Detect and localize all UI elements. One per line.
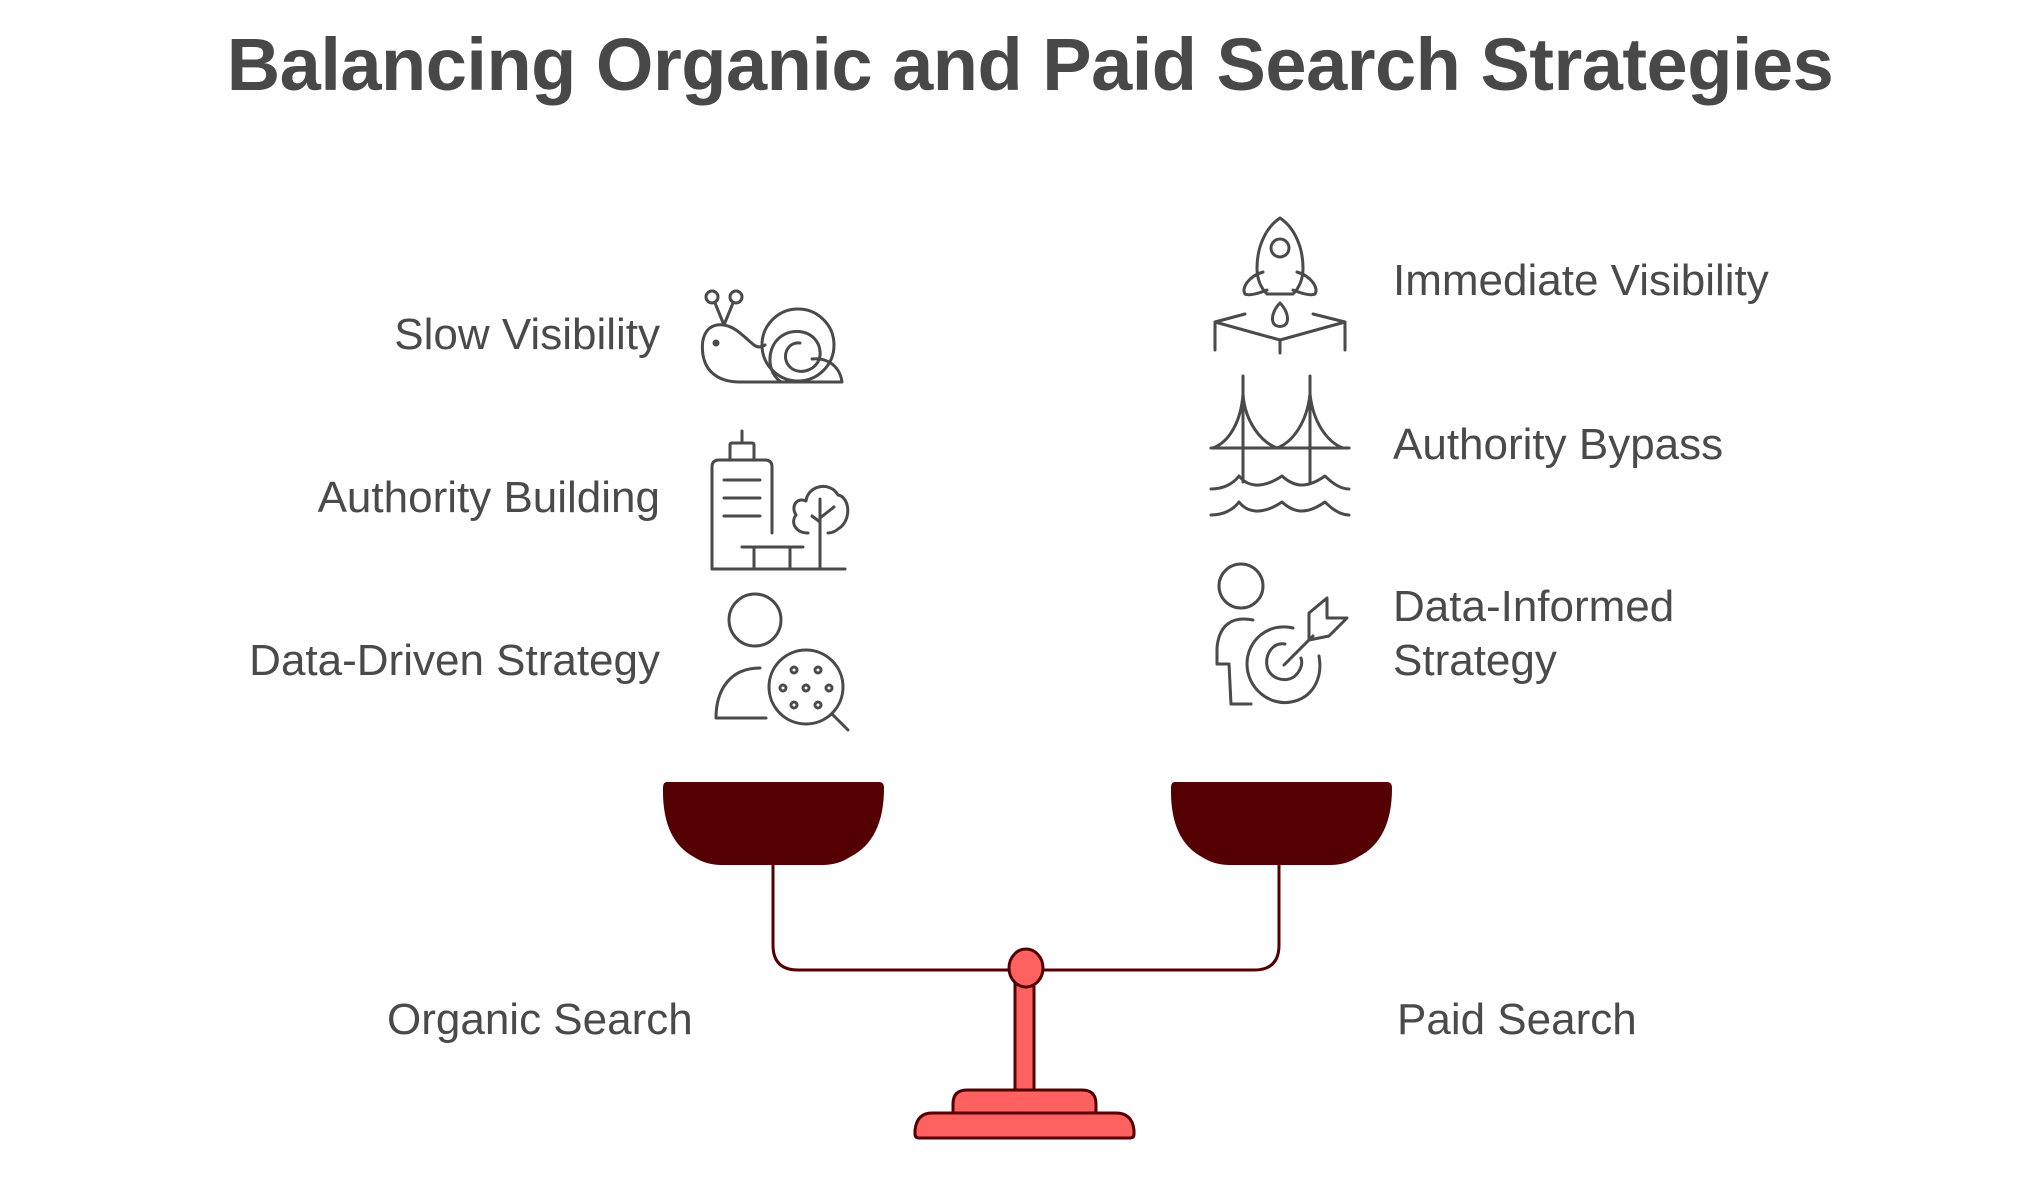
scale-base-lower (913, 1111, 1136, 1140)
right-pan (1170, 782, 1392, 865)
label-authority-bypass: Authority Bypass (1393, 420, 1724, 469)
scale-stem (1013, 978, 1036, 1094)
scale-base-upper (951, 1088, 1098, 1115)
label-data-driven-strategy: Data-Driven Strategy (249, 636, 660, 685)
label-data-informed-strategy: Data-Informed Strategy (1393, 580, 1674, 688)
rocket-launch-icon (1205, 210, 1355, 360)
person-target-icon (1205, 560, 1355, 710)
left-pan (662, 782, 884, 865)
label-line-2: Strategy (1393, 636, 1557, 685)
person-magnifier-icon (700, 590, 860, 740)
label-slow-visibility: Slow Visibility (394, 310, 660, 359)
label-immediate-visibility: Immediate Visibility (1393, 256, 1769, 305)
scale-pivot (1007, 947, 1045, 989)
label-organic-search: Organic Search (387, 995, 693, 1044)
label-line-1: Data-Informed (1393, 582, 1675, 631)
snail-icon (700, 285, 850, 390)
label-paid-search: Paid Search (1397, 995, 1637, 1044)
bridge-icon (1205, 372, 1355, 522)
diagram-title: Balancing Organic and Paid Search Strate… (226, 23, 1834, 106)
label-authority-building: Authority Building (317, 473, 660, 522)
building-tree-icon (700, 425, 850, 575)
